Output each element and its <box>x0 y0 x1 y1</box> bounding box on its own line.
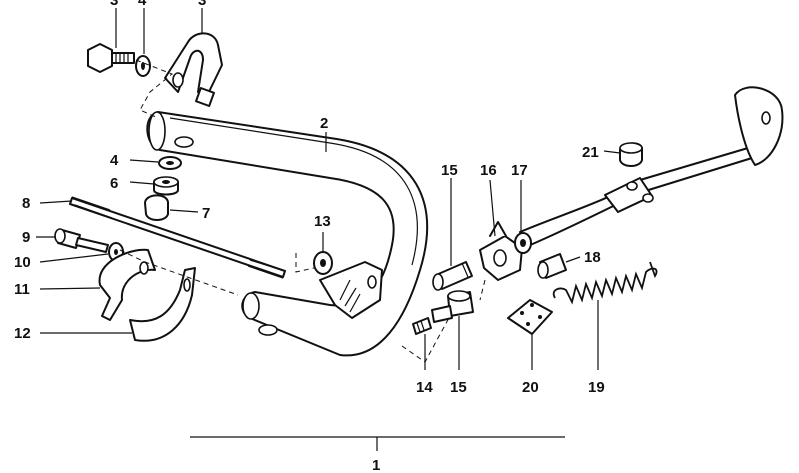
callout-17: 17 <box>511 162 528 179</box>
bolt-part-15-lower <box>431 290 474 323</box>
pedal-lever <box>519 86 784 247</box>
callout-15-upper: 15 <box>441 162 458 179</box>
strap-part-12 <box>129 267 196 342</box>
callout-10: 10 <box>14 254 31 271</box>
callout-21: 21 <box>582 144 599 161</box>
callout-7: 7 <box>202 205 210 222</box>
callout-2: 2 <box>320 115 328 132</box>
clamp-part-3 <box>164 32 223 107</box>
leader-lines <box>36 8 621 370</box>
spring-pin-part-14 <box>412 317 432 335</box>
bushing-part-18 <box>537 253 567 279</box>
clip-part-11 <box>98 248 156 321</box>
assembly-line-13 <box>295 253 315 273</box>
assembly-line-top <box>135 59 173 119</box>
washer-part-4 <box>158 156 182 170</box>
callout-13: 13 <box>314 213 331 230</box>
washer-part-17 <box>514 232 532 254</box>
callout-12: 12 <box>14 325 31 342</box>
assembly-label-1: 1 <box>372 457 380 473</box>
callout-16: 16 <box>480 162 497 179</box>
callout-18: 18 <box>584 249 601 266</box>
long-bolt-part-8 <box>69 196 286 279</box>
plug-part-21 <box>619 142 643 167</box>
cap-part-7 <box>144 194 169 221</box>
callout-3-bolt: 3 <box>110 0 118 9</box>
callout-6: 6 <box>110 175 118 192</box>
callout-9: 9 <box>22 229 30 246</box>
callout-15-lower: 15 <box>450 379 467 396</box>
nut-part-6 <box>153 176 179 196</box>
bolt-part-3 <box>87 43 135 73</box>
callout-14: 14 <box>416 379 433 396</box>
pivot-part-16 <box>479 221 523 281</box>
washer-part-4-top <box>135 55 151 77</box>
washer-part-13 <box>313 251 333 275</box>
callout-19: 19 <box>588 379 605 396</box>
callout-4-washer: 4 <box>138 0 147 9</box>
spring-part-19 <box>552 261 658 305</box>
assembly-line-center <box>401 279 486 363</box>
screw-part-9 <box>54 228 109 253</box>
plate-part-20 <box>507 299 553 335</box>
assembly-line-left <box>119 249 239 296</box>
callout-8: 8 <box>22 195 30 212</box>
callout-20: 20 <box>522 379 539 396</box>
main-tube-part-2 <box>146 111 428 357</box>
assembly-bracket <box>190 436 565 451</box>
callout-3-clamp: 3 <box>198 0 206 9</box>
callout-labels: 3 4 3 2 4 6 7 8 9 10 11 12 13 15 16 17 2… <box>14 0 605 473</box>
callout-11: 11 <box>14 281 30 298</box>
callout-4: 4 <box>110 152 119 169</box>
pin-part-15-upper <box>432 261 473 291</box>
